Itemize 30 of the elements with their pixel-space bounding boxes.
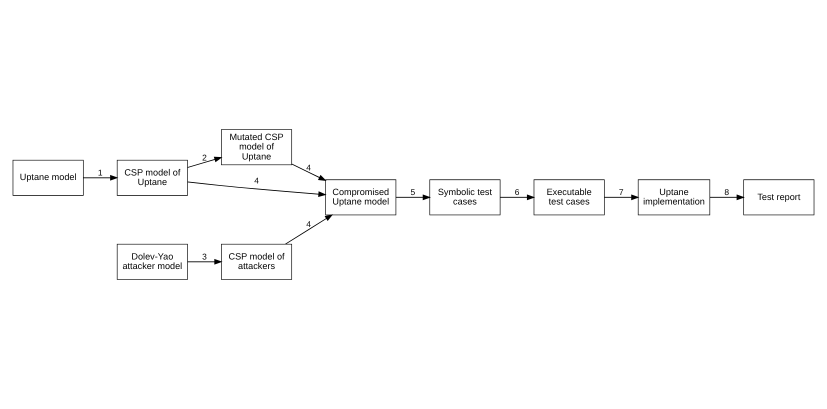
edge-label: 3 [202, 251, 207, 262]
node-box: Uptane implementation [638, 179, 710, 216]
node-box: Symbolic test cases [429, 179, 500, 216]
edge-label: 4 [306, 162, 311, 172]
node-box: Executable test cases [534, 179, 605, 216]
arrow [187, 258, 223, 265]
edge-label: 2 [202, 152, 207, 162]
arrow [187, 182, 327, 197]
node-box: Compromised Uptane model [325, 179, 396, 216]
edge-label: 4 [306, 218, 311, 229]
edge-label: 1 [98, 167, 103, 178]
edge-label: 7 [618, 186, 624, 197]
node-box: Uptane model [12, 160, 84, 196]
arrow [291, 164, 327, 182]
arrow [396, 194, 431, 200]
arrow [710, 194, 745, 200]
edge-label: 8 [724, 186, 730, 197]
arrow [604, 194, 640, 200]
node-box: CSP model of Uptane [116, 160, 188, 196]
node-box: Dolev-Yao attacker model [116, 244, 188, 280]
edge-label: 4 [254, 175, 259, 186]
node-box: Mutated CSP model of Uptane [221, 129, 292, 166]
arrow [500, 194, 536, 200]
node-box: CSP model of attackers [221, 244, 292, 280]
edge-label: 6 [514, 186, 520, 197]
edge-label: 5 [410, 186, 416, 197]
arrow [187, 156, 222, 168]
arrow [82, 174, 118, 181]
arrow [284, 214, 334, 245]
node-box: Test report [743, 179, 814, 216]
